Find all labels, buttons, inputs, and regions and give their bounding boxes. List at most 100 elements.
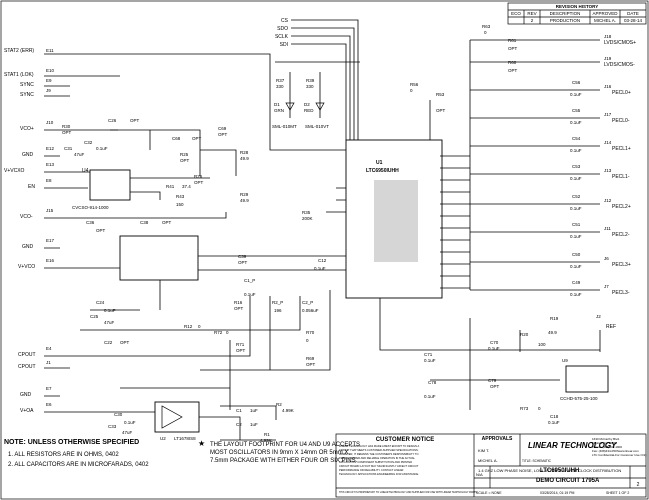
net-sync-e9: SYNC: [20, 82, 34, 88]
r61-value: OPT: [508, 46, 518, 51]
ref-j12: J12: [604, 198, 612, 203]
company-fax: Fax: (408)434-0507: [592, 449, 619, 453]
approval-pcb-des: KIM T.: [478, 448, 489, 453]
c33-value: 47uF: [122, 430, 133, 435]
revision-title: REVISION HISTORY: [556, 4, 599, 9]
title-label: TITLE: SCHEMATIC: [522, 459, 552, 463]
r16-ref: R16: [234, 300, 243, 305]
c69-value: OPT: [218, 132, 228, 137]
ref-e12: E12: [46, 146, 55, 151]
net-vco-plus: VCO+: [20, 126, 34, 132]
ref-j17: J17: [604, 112, 612, 117]
star-icon: ★: [198, 439, 205, 448]
c22-value: OPT: [120, 340, 130, 345]
net-sync-j9: SYNC: [20, 92, 34, 98]
c52-value: 0.1uF: [570, 206, 582, 211]
c54-ref: C54: [572, 136, 581, 141]
r73-ref: R73: [520, 406, 529, 411]
net-stat2: STAT2 (ERR): [4, 48, 34, 54]
led-d1-icon: [285, 102, 295, 111]
net-vvco: V+VCO: [18, 264, 35, 270]
net-vvcxo: V+VCXO: [4, 168, 25, 174]
notes-title: NOTE: UNLESS OTHERWISE SPECIFIED: [4, 439, 139, 446]
out-pecl1-minus: PECL1-: [612, 174, 630, 180]
approval-app-eng: MICHEL A.: [478, 458, 498, 463]
c68-ref: C68: [172, 136, 181, 141]
c52-ref: C52: [572, 194, 581, 199]
notice-line6: CIRCUIT BOARD LAYOUT MAY SIGNIFICANTLY A…: [339, 464, 419, 468]
ref-j2: J2: [596, 314, 601, 319]
ref-e6: E6: [46, 402, 52, 407]
r56-value: 0: [410, 88, 413, 93]
led-section: R37 330 R39 330 D1 GRN D2 RED SML-010MT …: [272, 61, 360, 129]
ref-j6: J6: [604, 256, 609, 261]
rev-header-description: DESCRIPTION: [550, 11, 581, 16]
d2-ref: D2: [304, 102, 310, 107]
footprint-note-line3: 7.5mm PACKAGE WITH EITHER FOUR OR SIX PI…: [210, 458, 358, 464]
c54-value: 0.1uF: [570, 148, 582, 153]
c22-ref: C22: [104, 340, 113, 345]
c70-value: 0.1uF: [488, 346, 500, 351]
r60-value: OPT: [508, 68, 518, 73]
ref-j13: J13: [604, 168, 612, 173]
title-block: CUSTOMER NOTICE LINEAR TECHNOLOGY HAS MA…: [335, 433, 647, 498]
ref-e7: E7: [46, 386, 52, 391]
r28-value: 49.9: [240, 156, 249, 161]
c79-ref: C79: [488, 378, 497, 383]
net-voa: V+OA: [20, 408, 34, 414]
rev-header-approved: APPROVED: [592, 11, 618, 16]
c30-value: 0.1uF: [124, 420, 136, 425]
ref-e8: E8: [46, 178, 52, 183]
c26-ref: C26: [108, 118, 117, 123]
out-pecl2-plus: PECL2+: [612, 204, 631, 210]
r53-value: OPT: [436, 108, 446, 113]
r30-value: OPT: [62, 130, 72, 135]
r30-ref: R30: [62, 124, 71, 129]
ref-input: REF J2 U9 CCHD-575-25-100 R19 49.9 R20 1…: [379, 298, 616, 425]
c51-ref: C51: [572, 222, 581, 227]
u4-body: [89, 169, 131, 201]
rev-row-description: PRODUCTION: [550, 18, 580, 23]
net-gnd-e12: GND: [22, 152, 34, 158]
c49-ref: C49: [572, 280, 581, 285]
c36-ref: C36: [86, 220, 95, 225]
c55-ref: C55: [572, 108, 581, 113]
output-labels: J18 LVDS/CMOS+ J19 LVDS/CMOS- J16 PECL0+…: [604, 34, 636, 296]
out-pecl0-minus: PECL0-: [612, 118, 630, 124]
vco-body: [119, 235, 199, 281]
note-resistors: 1. ALL RESISTORS ARE IN OHMS, 0402: [8, 452, 119, 458]
company-address-1: 1630 McCarthy Blvd.: [592, 437, 620, 441]
r41-value: 37.4: [182, 184, 191, 189]
c53-value: 0.1uF: [570, 176, 582, 181]
r69-ref: R69: [306, 356, 315, 361]
notice-footer: THIS CIRCUIT IS PROPRIETARY TO LINEAR TE…: [339, 491, 478, 494]
r35-ref: R35: [302, 210, 311, 215]
c25-value: 47uF: [104, 320, 115, 325]
ref-e13: E13: [46, 162, 55, 167]
customer-notice-title: CUSTOMER NOTICE: [376, 437, 435, 443]
c33-ref: C33: [108, 424, 117, 429]
r20-ref: R20: [520, 332, 529, 337]
r53-ref: R53: [436, 92, 445, 97]
r60-ref: R60: [508, 60, 517, 65]
r25-ref: R25: [180, 152, 189, 157]
net-stat1: STAT1 (LOK): [4, 72, 34, 78]
output-components: R63 0 R56 0 R53 OPT R61 OPT R60 OPT C56 …: [410, 24, 582, 297]
c69-ref: C69: [218, 126, 227, 131]
c39-ref: C39: [238, 254, 247, 259]
r2p-value: 196: [274, 308, 282, 313]
rev-header-eco: ECO: [511, 11, 521, 16]
out-pecl1-plus: PECL1+: [612, 146, 631, 152]
r25-value: OPT: [180, 158, 190, 163]
u1-exposed-pad: [374, 180, 418, 262]
r26-value: OPT: [194, 180, 204, 185]
c36-value: OPT: [96, 228, 106, 233]
ref-e11: E11: [46, 48, 54, 53]
c2p-ref: C2_P: [302, 300, 313, 305]
u1-part: LTC6950IUHH: [366, 168, 399, 174]
c38-value: OPT: [162, 220, 172, 225]
c51-value: 0.1uF: [570, 234, 582, 239]
c49-value: 0.1uF: [570, 292, 582, 297]
ref-j1: J1: [46, 360, 51, 365]
rev-value: 2: [637, 482, 640, 488]
